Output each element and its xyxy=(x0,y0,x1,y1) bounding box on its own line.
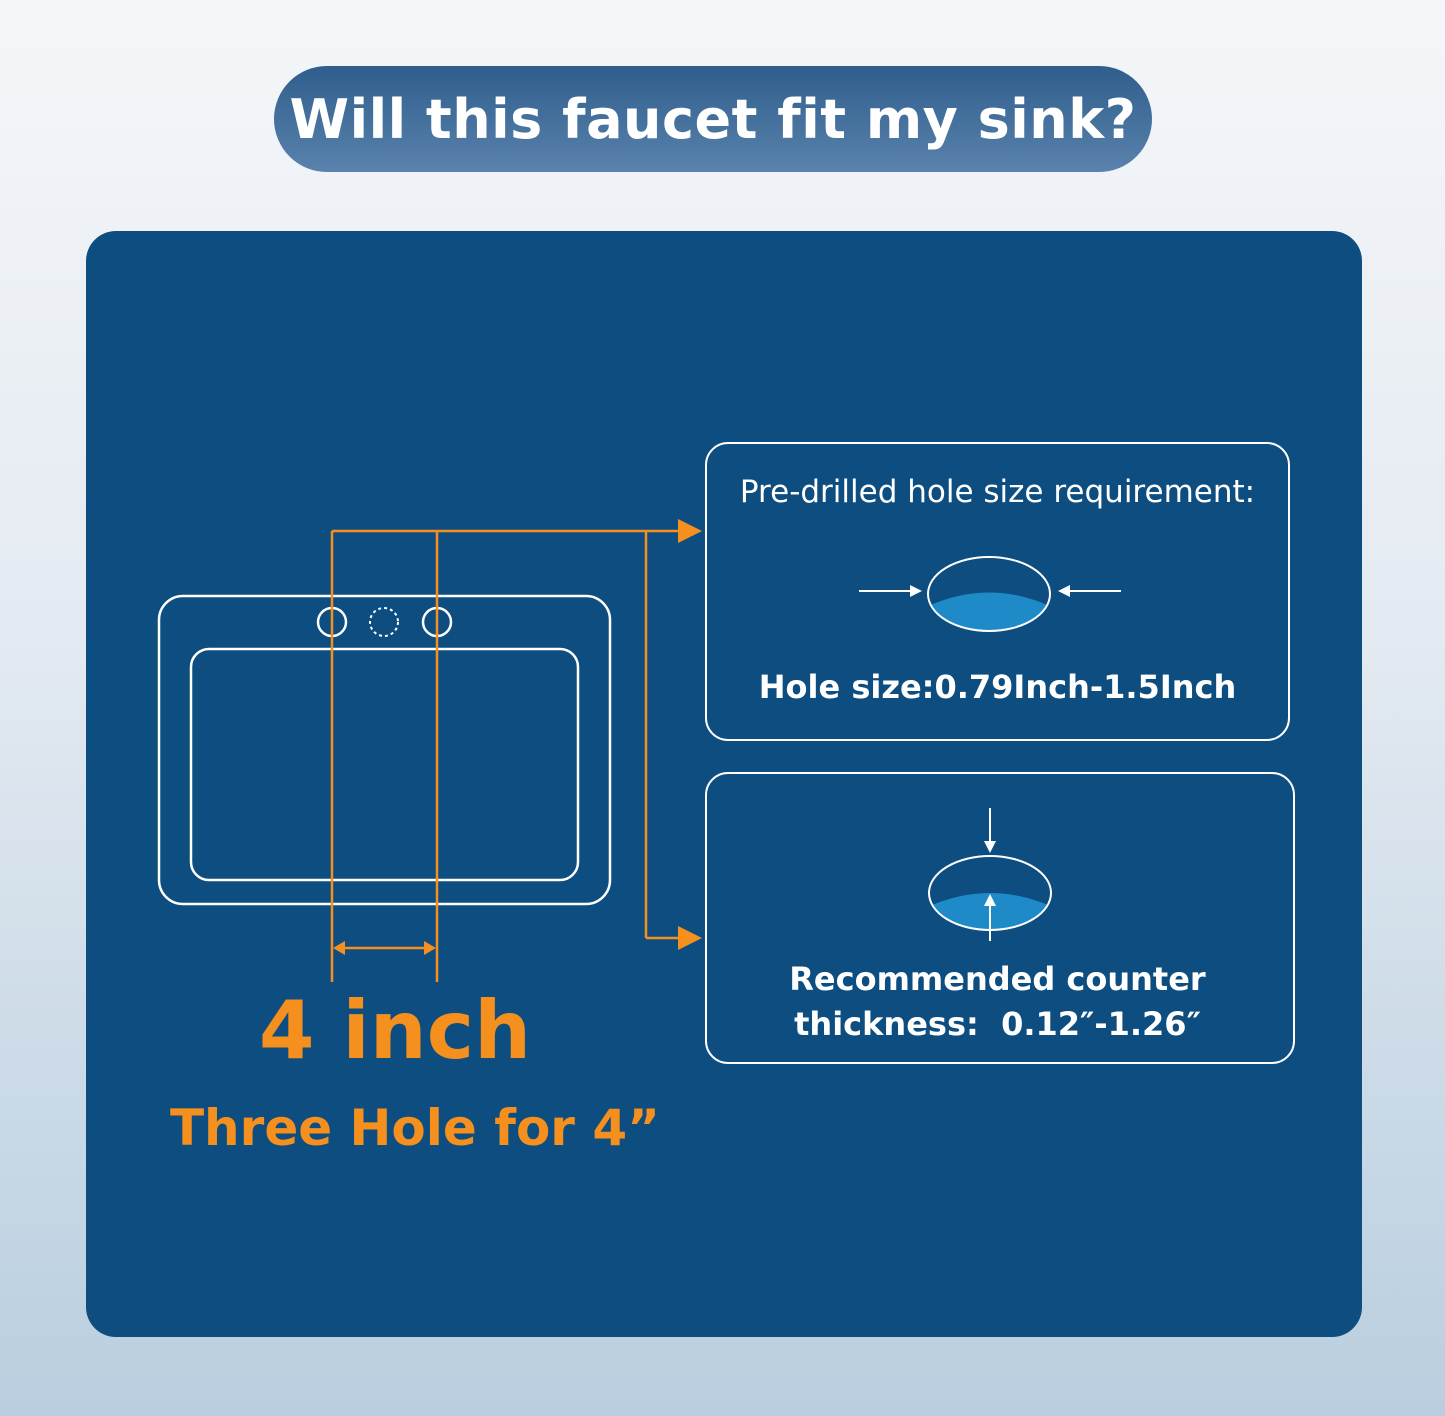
title-banner: Will this faucet fit my sink? xyxy=(274,66,1152,172)
hole-config-label: Three Hole for 4” xyxy=(169,1099,661,1157)
page-title: Will this faucet fit my sink? xyxy=(289,87,1137,151)
hole-size-heading: Pre-drilled hole size requirement: xyxy=(739,474,1256,510)
hole-illustration xyxy=(927,556,1051,632)
diagram-panel xyxy=(86,231,1362,1337)
arrow-right-icon xyxy=(910,585,922,597)
arrow-up-icon xyxy=(984,894,996,906)
faucet-hole-center-optional xyxy=(369,607,399,637)
spacing-label: 4 inch xyxy=(258,984,532,1077)
thickness-card xyxy=(705,772,1295,1064)
spacing-arrow-left xyxy=(333,941,345,955)
sink-outer-outline xyxy=(157,594,612,906)
thickness-line-2: thickness: 0.12″-1.26″ xyxy=(794,1005,1201,1043)
arrow-to-thickness-card xyxy=(678,926,702,950)
hole-size-value: Hole size:0.79Inch-1.5Inch xyxy=(758,668,1237,706)
sink-basin-outline xyxy=(189,647,580,882)
orange-guide-lines xyxy=(330,529,688,982)
arrow-to-hole-card xyxy=(678,519,702,543)
spacing-arrow-right xyxy=(424,941,436,955)
arrow-left-icon xyxy=(1058,585,1070,597)
hole-size-card xyxy=(705,442,1290,741)
thickness-line-1: Recommended counter xyxy=(789,960,1206,998)
arrow-down-icon xyxy=(984,841,996,853)
